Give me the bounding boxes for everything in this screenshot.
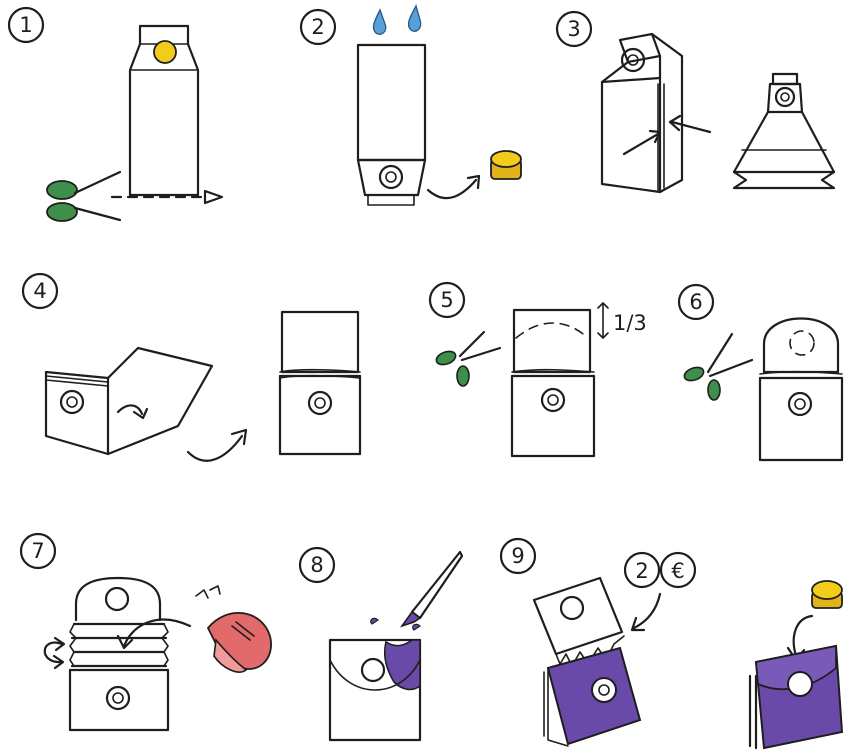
arrow-icon — [426, 178, 478, 200]
coin-value: 2 — [635, 559, 648, 583]
arrow-icon — [622, 132, 660, 156]
arrow-head — [52, 636, 66, 670]
arrow-head — [132, 407, 149, 420]
step-number-badge: 9 — [499, 537, 537, 575]
paint-drop-icon — [412, 623, 421, 631]
step-2: 2 — [299, 4, 522, 206]
arrow-head — [668, 114, 682, 132]
staple-icon — [195, 585, 221, 599]
step-8: 8 — [298, 546, 464, 742]
step-7: 7 — [19, 532, 272, 732]
step-number-badge: 5 — [428, 281, 466, 319]
arrow-head — [630, 616, 646, 632]
measure-arrow-icon — [597, 302, 609, 339]
step-number: 3 — [567, 17, 580, 41]
step-number: 1 — [19, 13, 32, 37]
cut-line — [515, 322, 589, 339]
step-number: 4 — [33, 279, 46, 303]
wallet-assembly — [68, 576, 170, 732]
wallet-painting — [328, 638, 422, 742]
paintbrush-icon — [399, 550, 464, 628]
arrow-icon — [186, 434, 244, 462]
wallet-closed — [748, 644, 844, 750]
step-3: 3 — [555, 10, 836, 194]
step-number-badge: 3 — [555, 10, 593, 48]
coin-icon — [811, 580, 843, 609]
water-drop-icon — [372, 8, 387, 35]
currency-symbol: € — [671, 559, 684, 583]
step-number-badge: 6 — [677, 283, 715, 321]
milk-carton — [128, 24, 200, 197]
step-number-badge: 4 — [21, 272, 59, 310]
arrow-icon — [122, 618, 192, 648]
step-number-badge: 7 — [19, 532, 57, 570]
carton-opened — [44, 346, 214, 456]
paint-drop-icon — [370, 617, 379, 625]
arrow-icon — [632, 592, 662, 630]
wallet-open — [532, 576, 642, 747]
stapler-icon — [195, 585, 272, 673]
carton-flattened — [278, 310, 362, 456]
arrow-icon — [792, 614, 814, 658]
arrow-head — [230, 428, 248, 446]
step-number: 2 — [311, 15, 324, 39]
carton-3d — [600, 32, 684, 194]
scissors-icon — [435, 330, 502, 387]
scissors-icon — [683, 332, 754, 401]
step-1: 1 — [7, 6, 224, 222]
step-number-badge: 1 — [7, 6, 45, 44]
fold-arrow-icon — [43, 641, 64, 664]
bottle-cap-icon — [153, 40, 177, 64]
arrow-head — [648, 129, 662, 144]
step-6: 6 — [677, 283, 844, 462]
arrow-icon — [203, 189, 224, 205]
bottle-cap-icon — [490, 150, 522, 180]
step-4: 4 — [21, 272, 362, 462]
fold-arrow-icon — [116, 404, 144, 416]
arrow-head — [116, 634, 134, 650]
paint-area — [383, 639, 421, 691]
hole-marker — [789, 330, 815, 356]
step-number: 9 — [511, 544, 524, 568]
step-number-badge: 8 — [298, 546, 336, 584]
carton-folded-triangle — [732, 72, 836, 190]
step-5: 5 1/3 — [428, 281, 647, 458]
coin-label: 2 € — [623, 551, 697, 589]
step-number: 6 — [689, 290, 702, 314]
step-number: 8 — [310, 553, 323, 577]
measure-label: 1/3 — [613, 311, 647, 335]
arrow-head — [466, 174, 481, 190]
step-9: 9 2 € — [499, 537, 844, 750]
step-number: 7 — [31, 539, 44, 563]
step-number: 5 — [440, 288, 453, 312]
arrow-icon — [670, 120, 712, 134]
water-drop-icon — [407, 4, 422, 32]
carton-panel-rounded — [758, 317, 844, 462]
carton-upside-down — [356, 43, 427, 206]
carton-panel — [510, 308, 596, 458]
step-number-badge: 2 — [299, 8, 337, 46]
scissors-icon — [46, 170, 122, 222]
